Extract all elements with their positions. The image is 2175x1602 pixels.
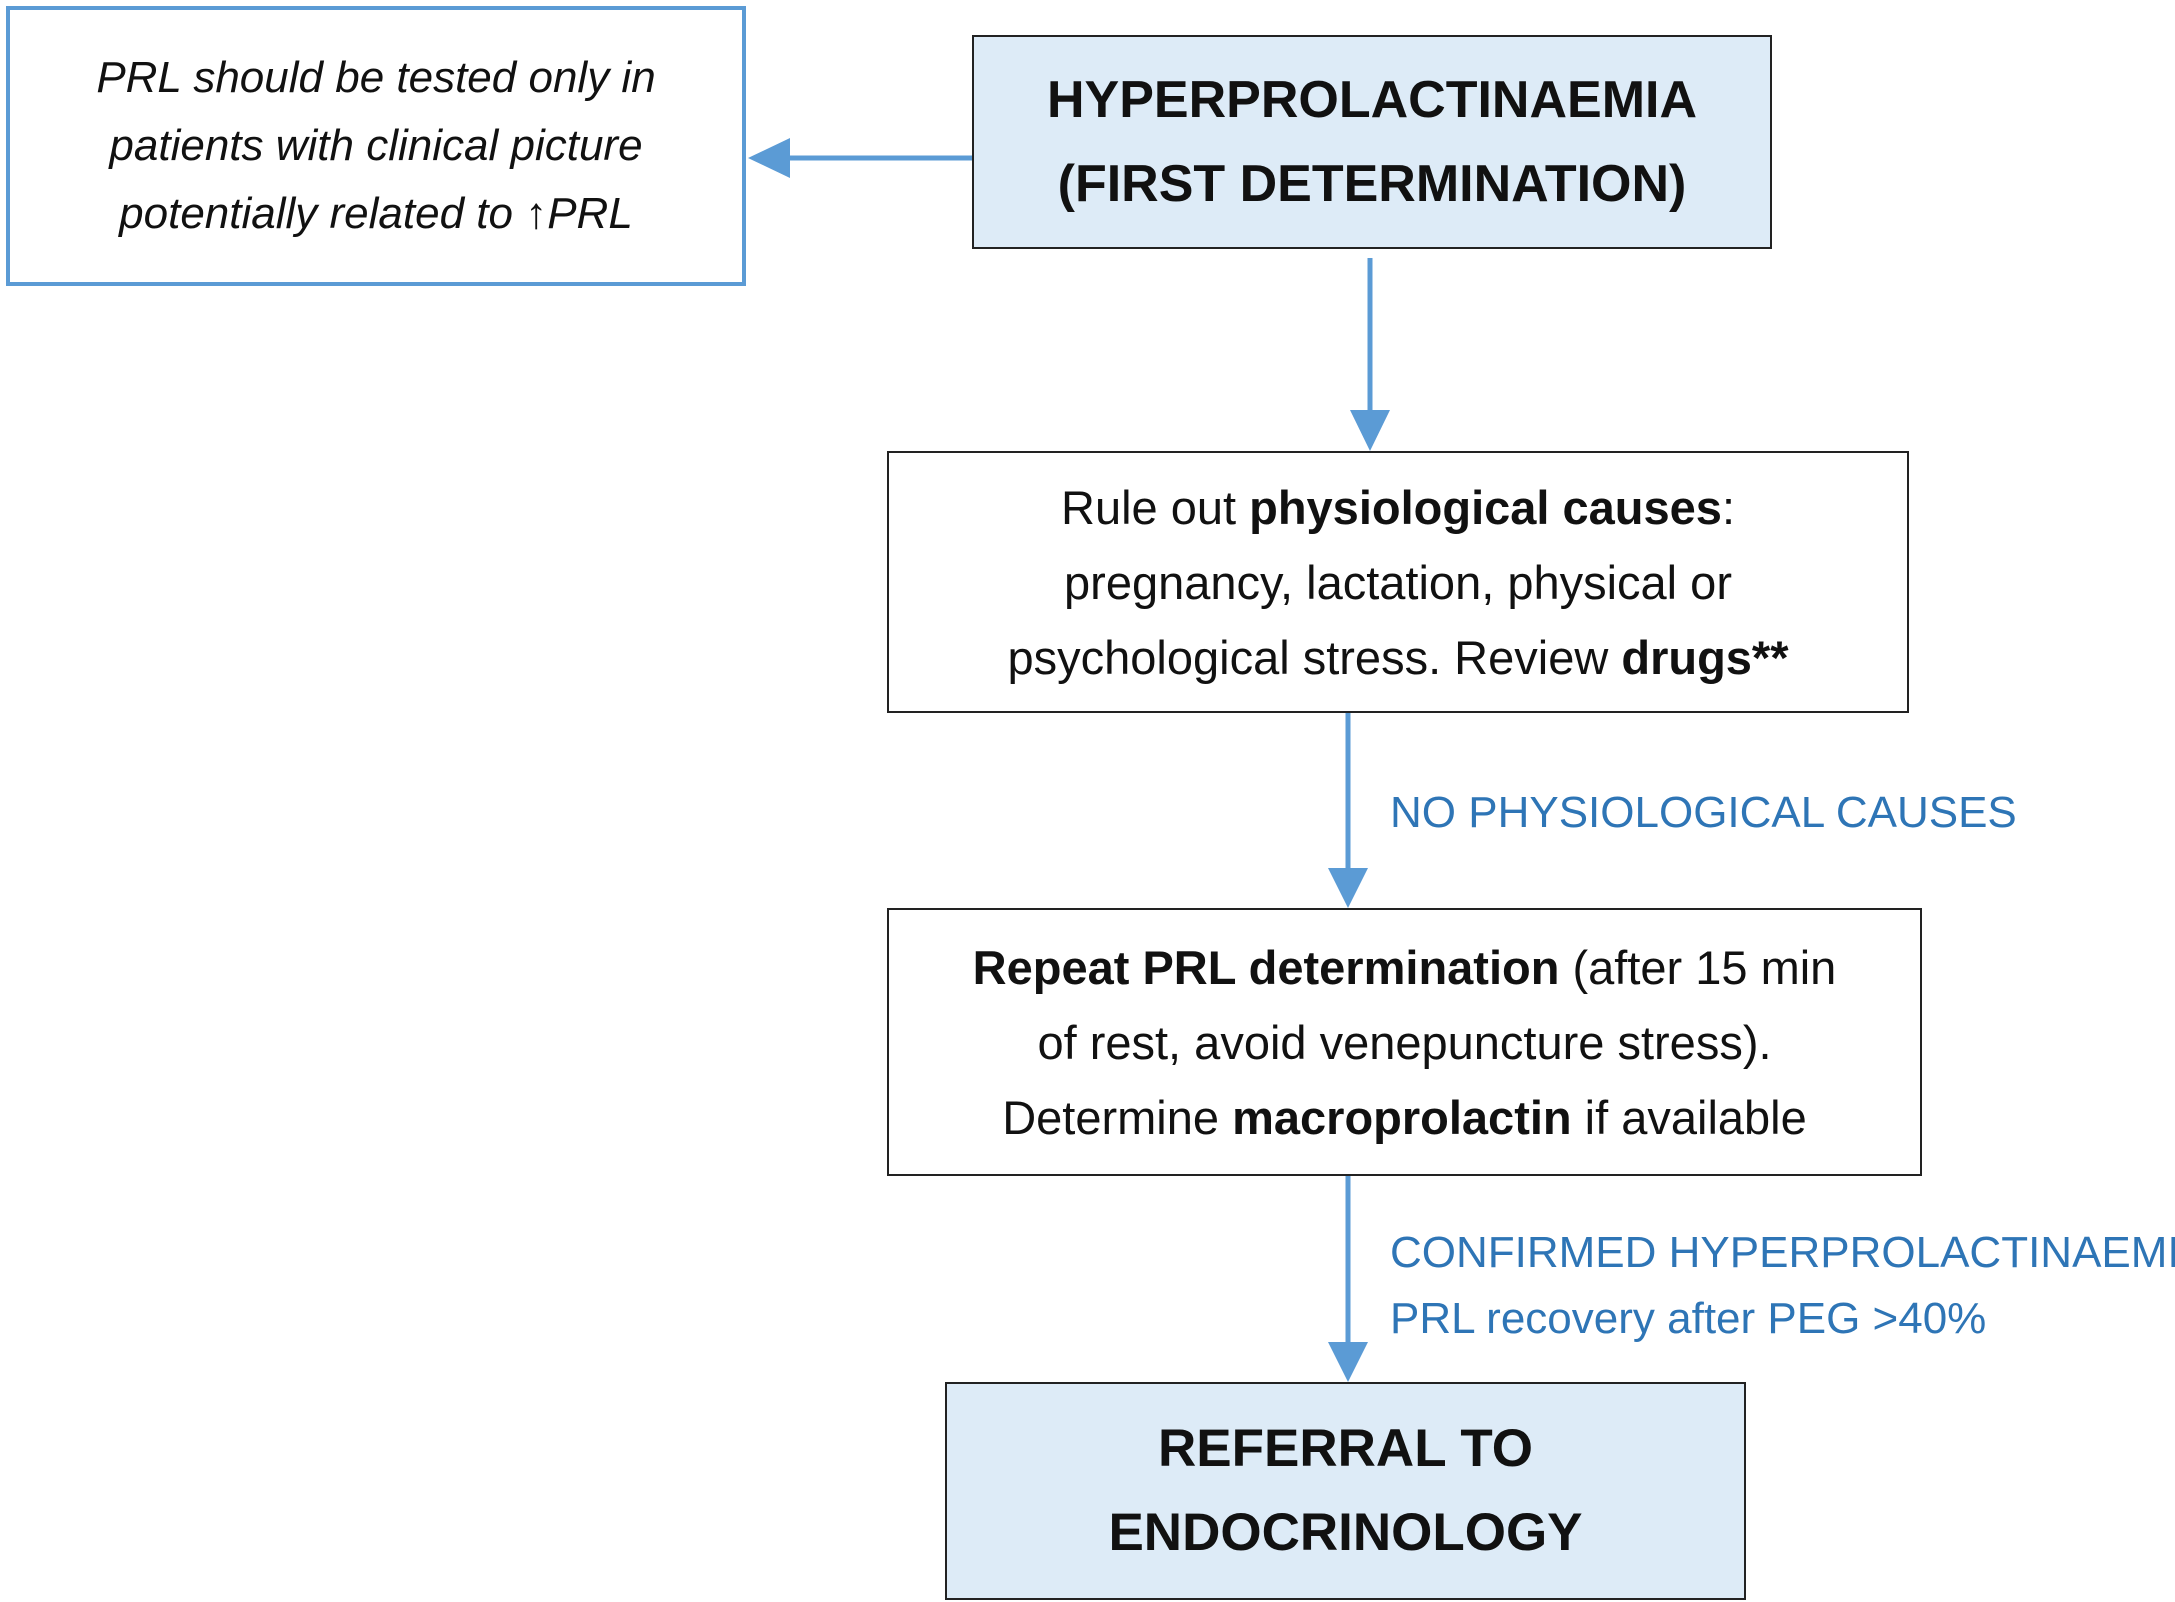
note-line-3: potentially related to ↑PRL	[119, 189, 633, 238]
repeat-line-3-bold: macroprolactin	[1232, 1090, 1572, 1144]
physio-line-3-bold: drugs**	[1621, 630, 1789, 684]
note-line-2: patients with clinical picture	[109, 121, 643, 170]
repeat-line-1: Repeat PRL determination (after 15 min	[973, 930, 1837, 1005]
physio-line-1: Rule out physiological causes:	[1061, 470, 1735, 545]
physiological-causes-box: Rule out physiological causes: pregnancy…	[887, 451, 1909, 713]
edge-label-confirmed: CONFIRMED HYPERPROLACTINAEMIA PRL recove…	[1390, 1220, 2175, 1352]
repeat-line-1-text: (after 15 min	[1559, 940, 1837, 994]
referral-line-1: REFERRAL TO	[1158, 1419, 1533, 1478]
physio-line-1-bold: physiological causes	[1249, 480, 1722, 534]
edge-label-confirmed-line-2: PRL recovery after PEG >40%	[1390, 1294, 1987, 1343]
repeat-line-3: Determine macroprolactin if available	[1002, 1080, 1807, 1155]
repeat-line-2: of rest, avoid venepuncture stress).	[1037, 1015, 1772, 1069]
physio-line-3-text: psychological stress. Review	[1007, 630, 1622, 684]
physio-line-1-colon: :	[1721, 480, 1735, 534]
physio-line-2: pregnancy, lactation, physical or	[1064, 555, 1732, 609]
arrow-to-note-head	[748, 138, 790, 178]
repeat-determination-box: Repeat PRL determination (after 15 min o…	[887, 908, 1922, 1176]
first-determination-box: HYPERPROLACTINAEMIA (FIRST DETERMINATION…	[972, 35, 1772, 249]
arrow-first-to-physio-head	[1350, 410, 1390, 451]
repeat-line-3-text: Determine	[1002, 1090, 1233, 1144]
edge-label-no-physiological-causes: NO PHYSIOLOGICAL CAUSES	[1390, 788, 2017, 837]
physio-line-1-text: Rule out	[1061, 480, 1250, 534]
note-line-1: PRL should be tested only in	[96, 53, 656, 102]
first-box-line-1: HYPERPROLACTINAEMIA	[1046, 71, 1698, 129]
clinical-note-box: PRL should be tested only in patients wi…	[6, 6, 746, 286]
physio-line-3: psychological stress. Review drugs**	[1008, 620, 1789, 695]
repeat-line-3-tail: if available	[1571, 1090, 1807, 1144]
first-box-line-2: (FIRST DETERMINATION)	[1057, 155, 1687, 213]
arrow-repeat-to-referral-head	[1328, 1342, 1368, 1382]
referral-box: REFERRAL TO ENDOCRINOLOGY	[945, 1382, 1746, 1600]
repeat-line-1-bold: Repeat PRL determination	[972, 940, 1560, 994]
referral-line-2: ENDOCRINOLOGY	[1108, 1503, 1583, 1562]
edge-label-confirmed-line-1: CONFIRMED HYPERPROLACTINAEMIA	[1390, 1228, 2175, 1277]
arrow-physio-to-repeat-head	[1328, 868, 1368, 908]
